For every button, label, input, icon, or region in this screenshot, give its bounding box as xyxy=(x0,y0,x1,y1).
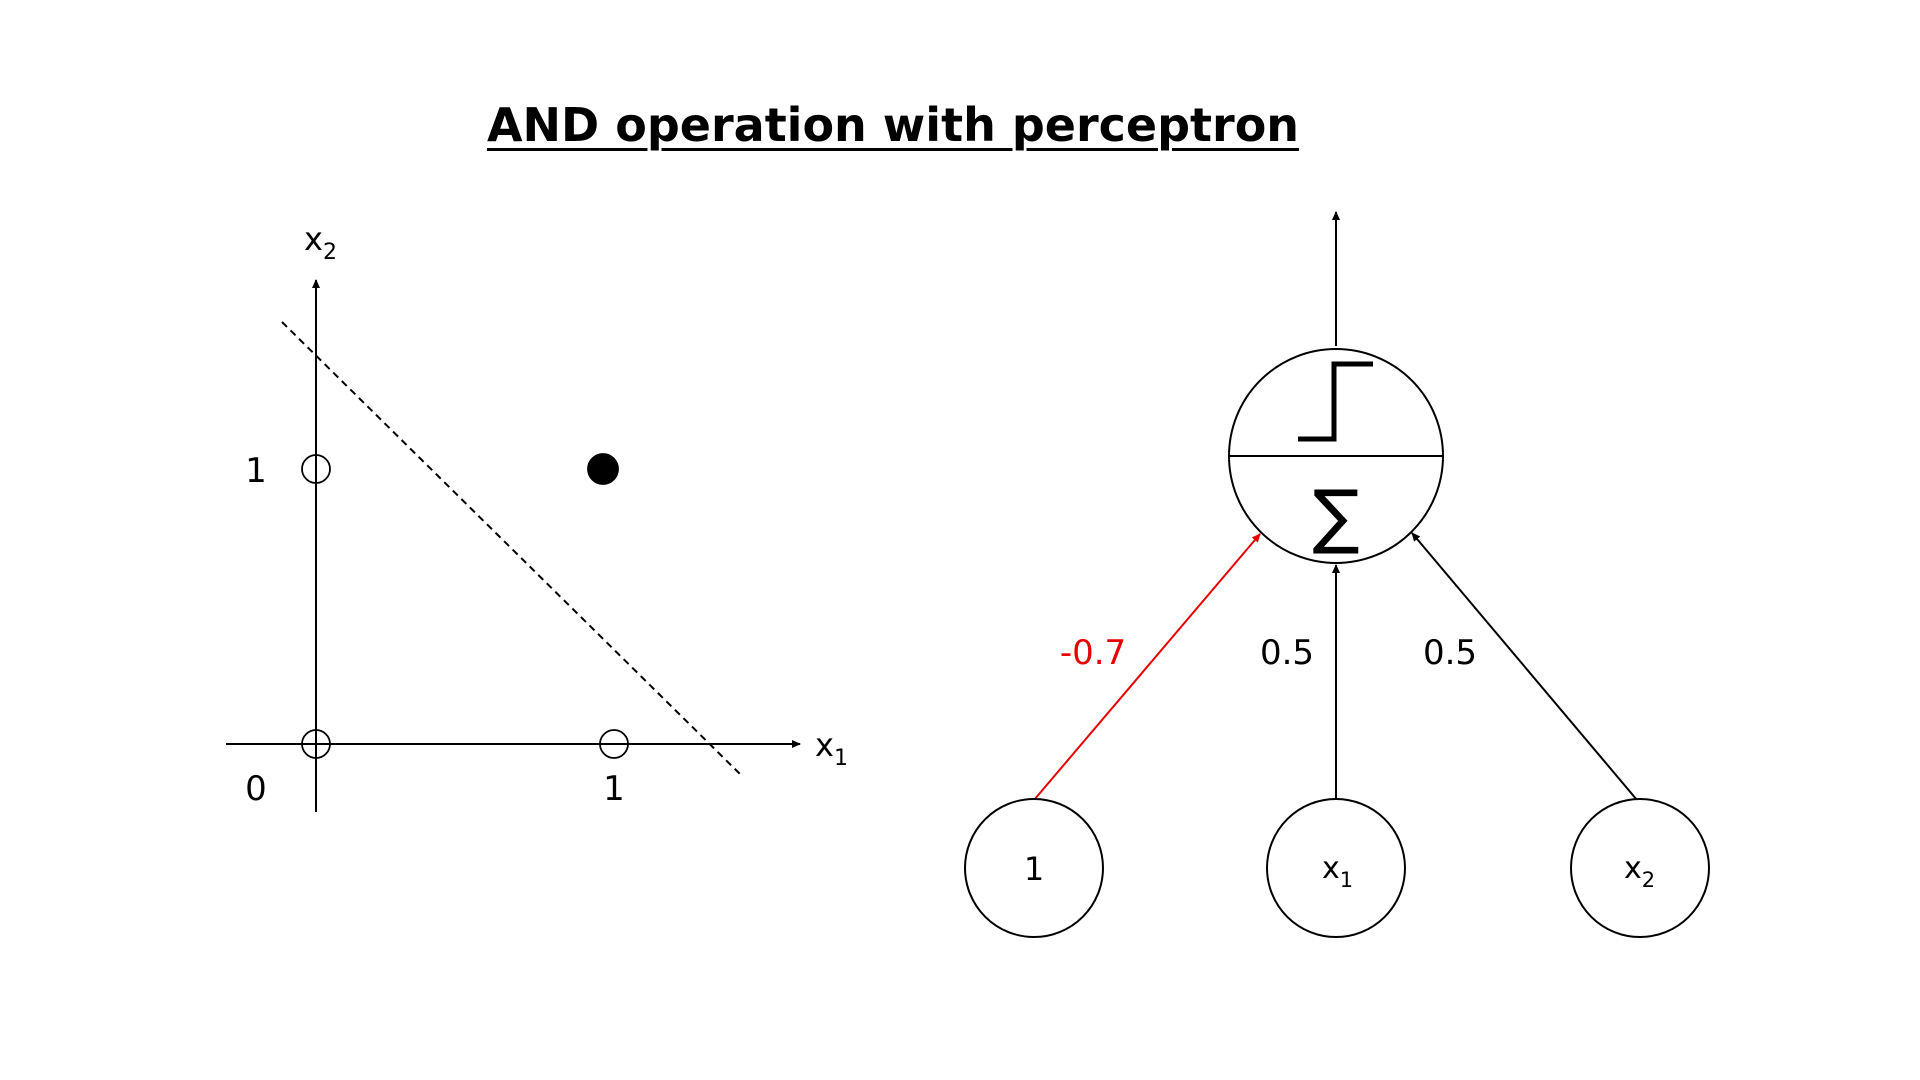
input-label-x2-main: x xyxy=(1624,851,1642,886)
input-label-bias: 1 xyxy=(1024,850,1044,888)
step-function-icon xyxy=(1298,361,1373,442)
tick-label-y1: 1 xyxy=(245,451,267,491)
input-label-x1-sub: 1 xyxy=(1340,868,1353,892)
x1-axis-label-main: x xyxy=(815,726,834,764)
edge-x2 xyxy=(1411,532,1638,801)
weight-bias: -0.7 xyxy=(1060,633,1126,673)
point-0-1 xyxy=(301,454,331,484)
point-0-0 xyxy=(301,729,331,759)
input-label-x2: x2 xyxy=(1624,851,1655,892)
input-node-bias xyxy=(964,798,1104,938)
perceptron-diagram: ∑ -0.7 0.5 0.5 1 x1 x2 xyxy=(964,211,1710,938)
edge-bias xyxy=(1033,533,1261,801)
page-title: AND operation with perceptron xyxy=(486,98,1300,152)
input-node-x1 xyxy=(1266,798,1406,938)
point-1-0 xyxy=(599,729,629,759)
decision-boundary xyxy=(281,321,741,775)
x1-axis-label: x1 xyxy=(815,726,848,771)
x1-axis-label-sub: 1 xyxy=(834,746,848,771)
x2-axis-label-main: x xyxy=(304,220,323,258)
tick-label-x0: 0 xyxy=(245,769,267,809)
weight-x1: 0.5 xyxy=(1260,633,1314,673)
input-label-x1: x1 xyxy=(1322,851,1353,892)
input-label-x1-main: x xyxy=(1322,851,1340,886)
sum-symbol: ∑ xyxy=(1312,475,1359,557)
x2-axis-label-sub: 2 xyxy=(323,240,337,265)
x2-axis-label: x2 xyxy=(304,220,337,265)
input-label-x2-sub: 2 xyxy=(1642,868,1655,892)
weight-x2: 0.5 xyxy=(1423,633,1477,673)
tick-label-x1: 1 xyxy=(603,769,625,809)
point-1-1 xyxy=(587,453,619,485)
and-plot: 0 1 1 x1 x2 xyxy=(226,220,848,812)
input-node-x2 xyxy=(1570,798,1710,938)
